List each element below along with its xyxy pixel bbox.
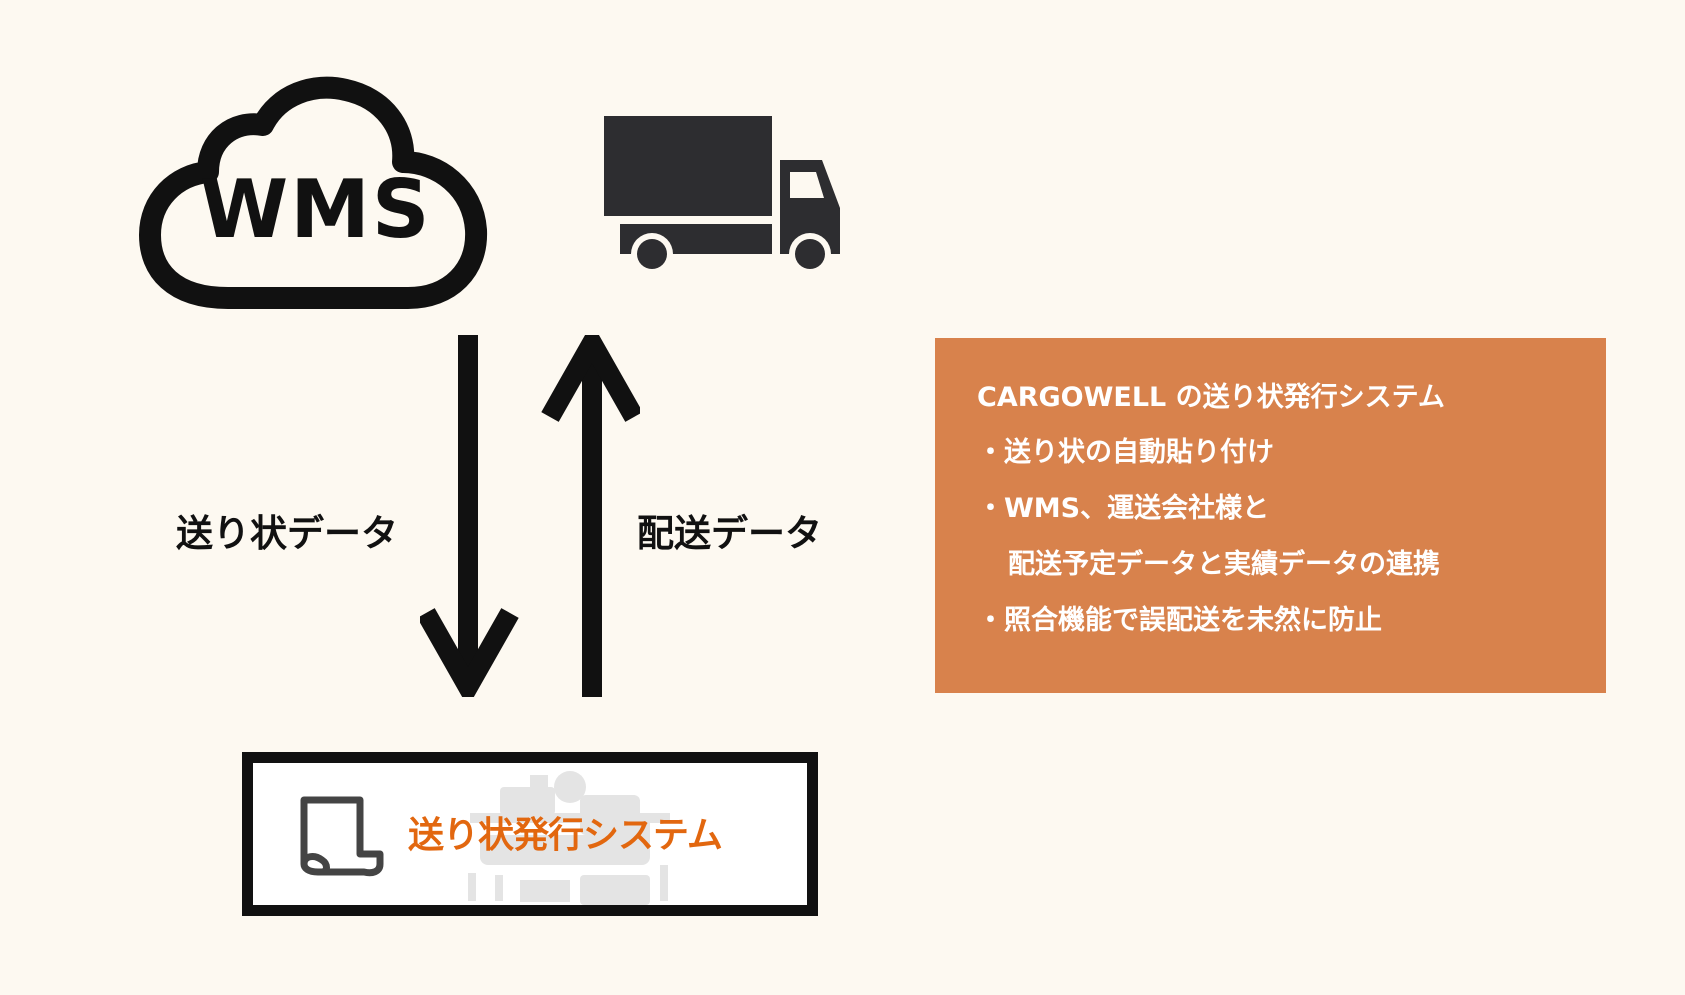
info-item: ・WMS、運送会社様と <box>977 493 1270 524</box>
system-label: 送り状発行システム <box>408 815 723 856</box>
info-item: ・照合機能で誤配送を未然に防止 <box>977 605 1382 636</box>
document-icon <box>300 796 384 877</box>
arrow-down <box>420 335 519 697</box>
info-item: ・送り状の自動貼り付け <box>977 437 1274 468</box>
wms-label: WMS <box>200 163 432 256</box>
machine-illustration <box>468 771 670 905</box>
info-item-continued: 配送予定データと実績データの連携 <box>1008 549 1440 580</box>
info-title: CARGOWELL の送り状発行システム <box>977 382 1445 413</box>
arrow-up <box>541 335 640 697</box>
info-box <box>935 338 1606 693</box>
delivery-data-label: 配送データ <box>637 512 822 555</box>
truck-icon <box>604 116 840 275</box>
cloud-icon <box>139 76 488 309</box>
invoice-data-label: 送り状データ <box>176 512 398 555</box>
